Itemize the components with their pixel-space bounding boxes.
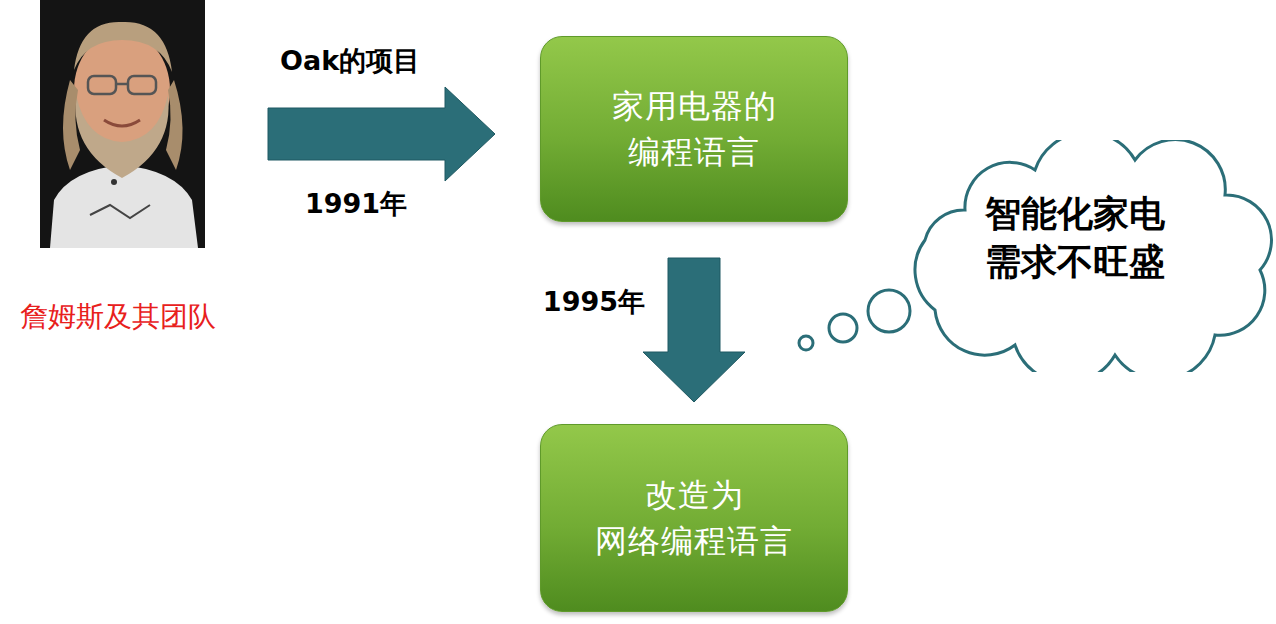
block-arrow: [268, 87, 495, 181]
cloud-text: 智能化家电 需求不旺盛: [975, 190, 1175, 286]
edge-label: Oak的项目: [280, 43, 420, 79]
person-photo: 詹姆斯及其团队: [40, 0, 205, 248]
box-text: 改造为 网络编程语言: [579, 472, 809, 564]
block-arrow: [643, 258, 745, 402]
thought-cloud: 智能化家电 需求不旺盛: [905, 140, 1275, 372]
process-box: 改造为 网络编程语言: [540, 424, 848, 612]
box-text: 家用电器的 编程语言: [579, 83, 809, 175]
year-label: 1991年: [305, 186, 407, 222]
edge-label: 1995年: [543, 284, 645, 320]
process-box: 家用电器的 编程语言: [540, 36, 848, 222]
portrait-photo: [40, 0, 205, 248]
team-caption: 詹姆斯及其团队: [20, 298, 216, 336]
